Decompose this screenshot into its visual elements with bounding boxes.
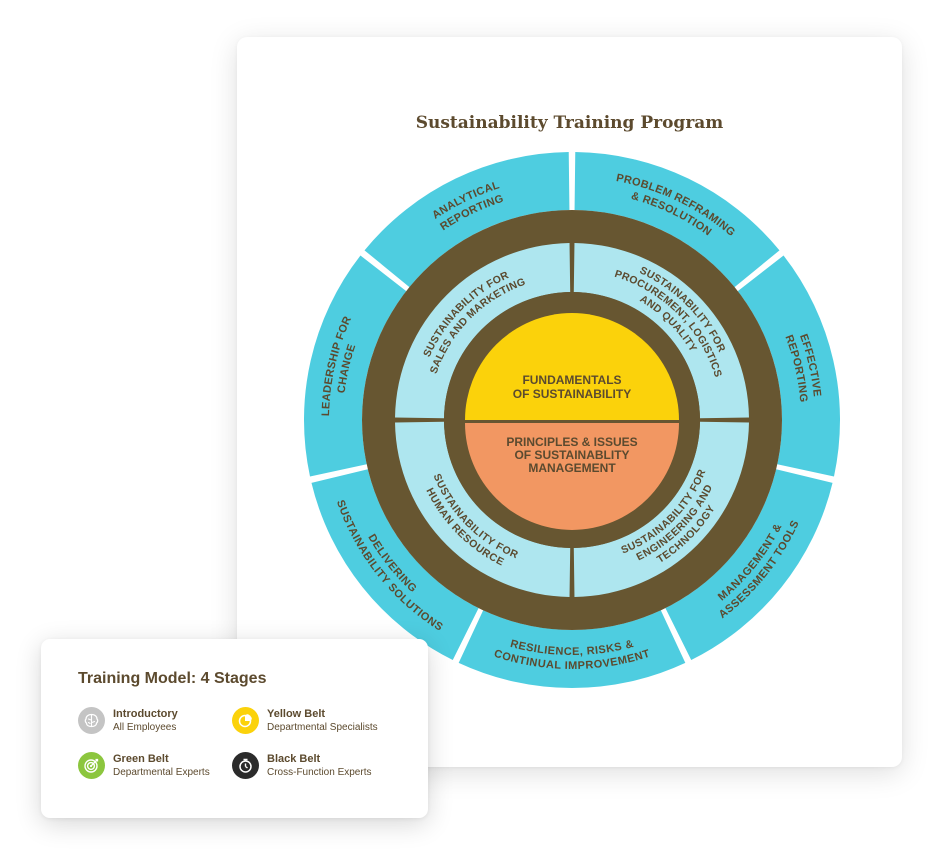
stage-audience: Cross-Function Experts — [267, 766, 372, 778]
stage-audience: All Employees — [113, 721, 177, 733]
stage-green-belt: Green Belt Departmental Experts — [78, 752, 210, 779]
stage-black-belt: Black Belt Cross-Function Experts — [232, 752, 371, 779]
core-top-label: FUNDAMENTALS — [522, 373, 621, 387]
core-bottom-label: PRINCIPLES & ISSUES — [506, 435, 637, 449]
core-bottom-label: OF SUSTAINABLITY — [514, 448, 629, 462]
target-icon — [78, 752, 105, 779]
stage-introductory: Introductory All Employees — [78, 707, 178, 734]
training-model-card: Training Model: 4 Stages Introductory Al… — [41, 639, 428, 818]
stage-audience: Departmental Specialists — [267, 721, 378, 733]
stage-name: Introductory — [113, 707, 178, 720]
outer-segment — [665, 469, 833, 661]
brain-icon — [78, 707, 105, 734]
stopwatch-icon — [232, 752, 259, 779]
core-bottom — [465, 423, 679, 530]
legend-title: Training Model: 4 Stages — [78, 670, 267, 687]
outer-segment — [574, 152, 780, 288]
pie-chart-icon — [232, 707, 259, 734]
outer-segment — [458, 610, 686, 688]
inner-segment — [573, 421, 749, 597]
stage-name: Yellow Belt — [267, 707, 326, 720]
inner-segment — [395, 421, 571, 597]
outer-segment — [311, 469, 479, 661]
core-top-label: OF SUSTAINABILITY — [513, 387, 631, 401]
stage-name: Black Belt — [267, 752, 321, 765]
outer-segment — [364, 152, 570, 288]
stage-name: Green Belt — [113, 752, 169, 765]
core-bottom-label: MANAGEMENT — [528, 461, 616, 475]
inner-segment — [395, 243, 571, 419]
stage-yellow-belt: Yellow Belt Departmental Specialists — [232, 707, 378, 734]
program-title: Sustainability Training Program — [415, 113, 724, 133]
core-top — [465, 313, 679, 420]
stage-audience: Departmental Experts — [113, 766, 210, 778]
outer-segment — [737, 255, 841, 477]
inner-segment — [573, 243, 749, 419]
outer-segment — [304, 255, 407, 477]
